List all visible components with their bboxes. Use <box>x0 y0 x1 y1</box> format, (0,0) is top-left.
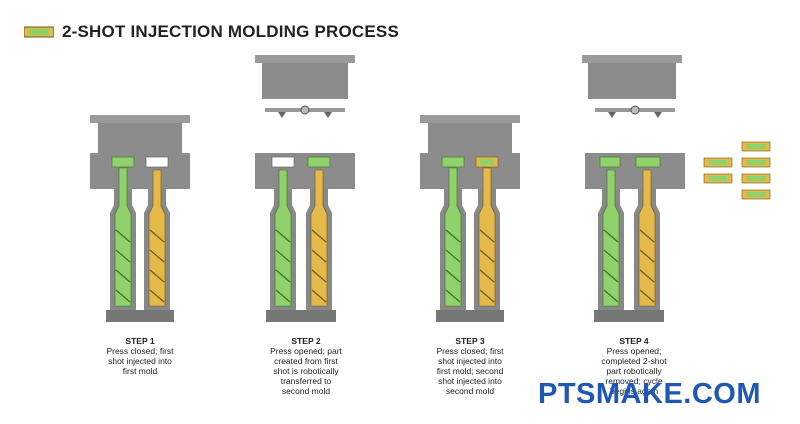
mold-base <box>420 153 520 189</box>
watermark: PTSMAKE.COM <box>538 378 761 410</box>
step-2-description: Press opened; part created from first sh… <box>270 346 342 396</box>
step-2-caption: STEP 2 Press opened; part created from f… <box>216 336 396 396</box>
fixed-platen <box>582 55 682 99</box>
step-2-label: STEP 2 <box>291 336 321 346</box>
barrel-base <box>266 310 336 322</box>
step-4-label: STEP 4 <box>619 336 649 346</box>
finished-part-icon <box>741 173 771 184</box>
step-1-label: STEP 1 <box>125 336 155 346</box>
step-3-diagram <box>420 115 520 322</box>
step-4-caption: STEP 4 Press opened; completed 2-shot pa… <box>544 336 724 396</box>
injection-unit-2 <box>474 167 500 310</box>
finished-part-icon <box>703 173 733 184</box>
injection-unit-1 <box>598 169 624 310</box>
step-3: STEP 3 Press closed; first shot injected… <box>380 100 560 400</box>
transfer-robot <box>265 105 345 118</box>
injection-unit-2 <box>306 169 332 310</box>
fixed-platen <box>255 55 355 99</box>
step-2: STEP 2 Press opened; part created from f… <box>210 55 390 400</box>
transfer-robot <box>595 105 675 118</box>
finished-parts <box>703 141 771 200</box>
molded-part-icon <box>24 26 54 38</box>
step-1-description: Press closed; first shot injected into f… <box>106 346 174 376</box>
injection-unit-2 <box>144 169 170 310</box>
injection-unit-1 <box>110 167 136 310</box>
injection-unit-1 <box>270 169 296 310</box>
barrel-base <box>106 310 174 322</box>
finished-part-icon <box>741 141 771 152</box>
barrel-base <box>594 310 664 322</box>
mold-base <box>255 153 355 189</box>
step-4: STEP 4 Press opened; completed 2-shot pa… <box>540 55 720 400</box>
step-1-diagram <box>90 115 190 322</box>
mold-base <box>90 153 190 189</box>
step-1-caption: STEP 1 Press closed; first shot injected… <box>50 336 230 376</box>
step-3-caption: STEP 3 Press closed; first shot injected… <box>380 336 560 396</box>
finished-part-icon <box>703 157 733 168</box>
injection-unit-2 <box>634 169 660 310</box>
step-2-diagram <box>255 55 355 322</box>
page-title: 2-SHOT INJECTION MOLDING PROCESS <box>62 22 399 41</box>
fixed-platen <box>90 115 190 153</box>
step-3-label: STEP 3 <box>455 336 485 346</box>
step-3-description: Press closed; first shot injected into f… <box>436 346 504 396</box>
fixed-platen <box>420 115 520 153</box>
step-1: STEP 1 Press closed; first shot injected… <box>50 100 230 400</box>
step-4-description: Press opened; completed 2-shot part robo… <box>601 346 667 396</box>
injection-unit-1 <box>440 167 466 310</box>
finished-part-icon <box>741 189 771 200</box>
barrel-base <box>436 310 504 322</box>
title-bar: 2-SHOT INJECTION MOLDING PROCESS <box>24 22 399 42</box>
mold-base <box>585 153 685 189</box>
finished-part-icon <box>741 157 771 168</box>
step-4-diagram <box>582 55 685 322</box>
